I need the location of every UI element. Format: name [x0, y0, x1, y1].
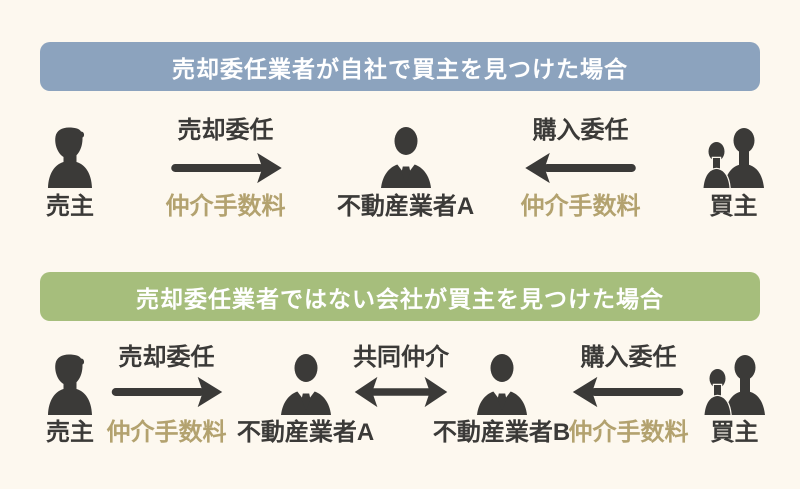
- sell-relation-label: 売却委任: [118, 344, 215, 371]
- section2-title: 売却委任業者ではない会社が買主を見つけた場合: [136, 285, 664, 312]
- arrow-right-icon: [166, 151, 286, 185]
- actor-buyer-top: 買主: [681, 126, 786, 220]
- actor-buyer-bottom: 買主: [682, 353, 787, 446]
- section2-banner: 売却委任業者ではない会社が買主を見つけた場合: [40, 272, 760, 321]
- seller-label: 売主: [46, 419, 94, 446]
- buy-relation-label: 購入委任: [580, 344, 677, 371]
- two-people-icon: [704, 353, 766, 415]
- section1-title: 売却委任業者が自社で買主を見つけた場合: [172, 55, 628, 82]
- actor-agent-b-bottom: 不動産業者B: [424, 353, 579, 446]
- actor-agent-a-top: 不動産業者A: [328, 126, 483, 220]
- section1-banner: 売却委任業者が自社で買主を見つけた場合: [40, 42, 760, 91]
- relation-sell-top: 売却委任 仲介手数料: [148, 118, 303, 220]
- relation-sell-bottom: 売却委任 仲介手数料: [89, 345, 244, 446]
- actor-seller-top: 売主: [25, 126, 115, 220]
- buyer-label: 買主: [710, 419, 759, 446]
- seller-label: 売主: [46, 193, 94, 220]
- buyer-label: 買主: [709, 193, 758, 220]
- business-person-icon: [476, 353, 528, 415]
- buy-fee-label: 仲介手数料: [568, 419, 689, 446]
- agent-a-label: 不動産業者A: [336, 193, 475, 220]
- buy-fee-label: 仲介手数料: [520, 193, 641, 220]
- sell-fee-label: 仲介手数料: [106, 419, 227, 446]
- arrow-left-icon: [570, 375, 687, 409]
- agent-a-label: 不動産業者A: [236, 419, 375, 446]
- two-people-icon: [703, 126, 765, 188]
- buy-relation-label: 購入委任: [532, 117, 629, 144]
- actor-agent-a-bottom: 不動産業者A: [228, 353, 383, 446]
- relation-joint: 共同仲介: [346, 345, 456, 409]
- actor-seller-bottom: 売主: [25, 353, 115, 446]
- relation-buy-top: 購入委任 仲介手数料: [503, 118, 658, 220]
- person-icon: [44, 126, 96, 188]
- relation-buy-bottom: 購入委任 仲介手数料: [551, 345, 706, 446]
- sell-relation-label: 売却委任: [177, 117, 274, 144]
- joint-relation-label: 共同仲介: [353, 344, 449, 371]
- arrow-right-icon: [108, 375, 225, 409]
- business-person-icon: [280, 353, 332, 415]
- arrow-left-icon: [521, 151, 641, 185]
- agent-b-label: 不動産業者B: [432, 419, 571, 446]
- business-person-icon: [380, 126, 432, 188]
- sell-fee-label: 仲介手数料: [165, 193, 286, 220]
